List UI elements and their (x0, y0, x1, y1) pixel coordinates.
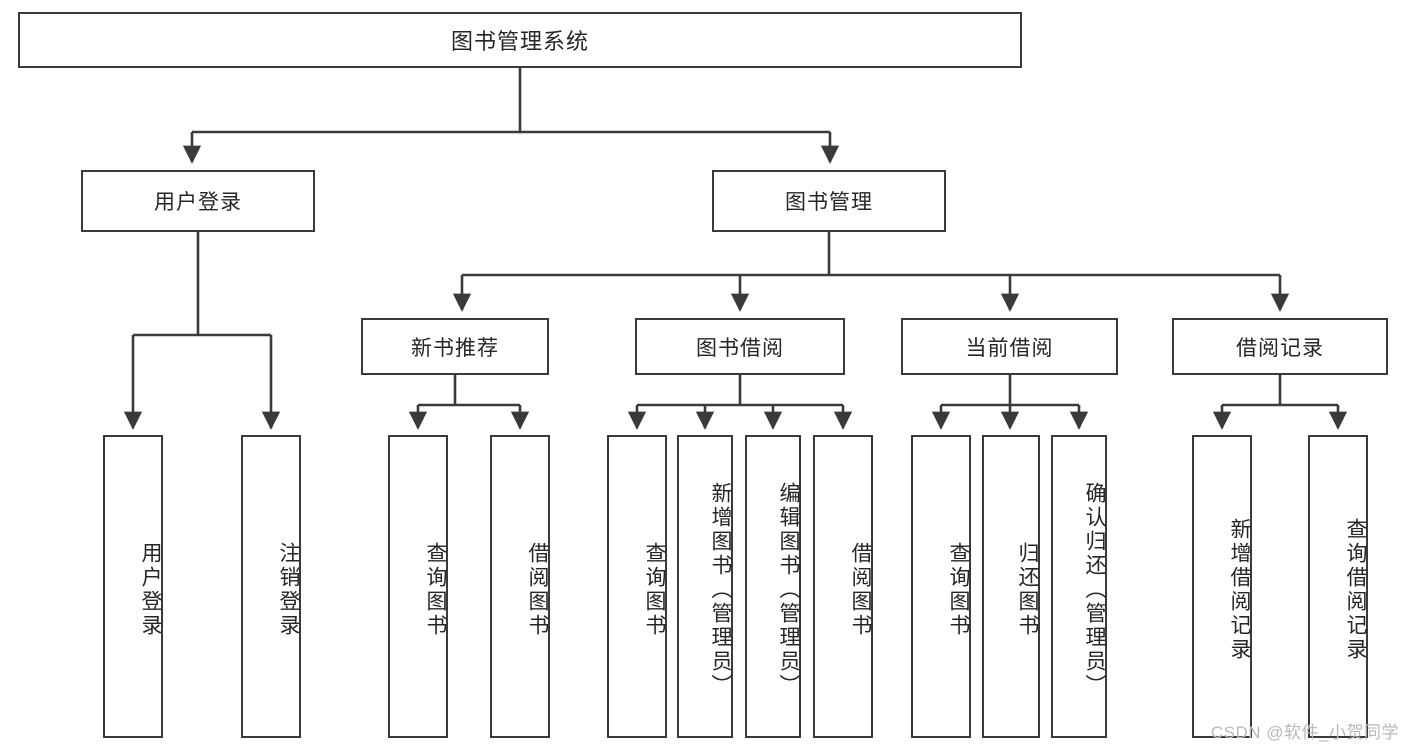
leaf-book-borrow-borrow[interactable]: 借阅图书 (813, 435, 873, 738)
node-current-borrow[interactable]: 当前借阅 (901, 318, 1118, 375)
node-user-login[interactable]: 用户登录 (81, 170, 315, 232)
csdn-watermark: CSDN @软件_小贺同学 (1210, 723, 1399, 742)
leaf-borrow-record-query[interactable]: 查询借阅记录 (1308, 435, 1368, 738)
node-new-book-recommend[interactable]: 新书推荐 (361, 318, 549, 375)
leaf-book-borrow-add-admin[interactable]: 新增图书（管理员） (677, 435, 733, 738)
leaf-user-login-login[interactable]: 用户登录 (103, 435, 163, 738)
leaf-new-book-query[interactable]: 查询图书 (388, 435, 448, 738)
node-root-system[interactable]: 图书管理系统 (18, 12, 1022, 68)
leaf-new-book-borrow[interactable]: 借阅图书 (490, 435, 550, 738)
node-book-borrow[interactable]: 图书借阅 (635, 318, 845, 375)
leaf-current-borrow-confirm-admin[interactable]: 确认归还（管理员） (1051, 435, 1107, 738)
node-borrow-record[interactable]: 借阅记录 (1172, 318, 1388, 375)
leaf-borrow-record-add[interactable]: 新增借阅记录 (1192, 435, 1252, 738)
leaf-current-borrow-return[interactable]: 归还图书 (982, 435, 1040, 738)
node-book-management[interactable]: 图书管理 (712, 170, 946, 232)
leaf-book-borrow-query[interactable]: 查询图书 (607, 435, 667, 738)
leaf-user-login-logout[interactable]: 注销登录 (241, 435, 301, 738)
leaf-current-borrow-query[interactable]: 查询图书 (911, 435, 971, 738)
leaf-book-borrow-edit-admin[interactable]: 编辑图书（管理员） (745, 435, 801, 738)
